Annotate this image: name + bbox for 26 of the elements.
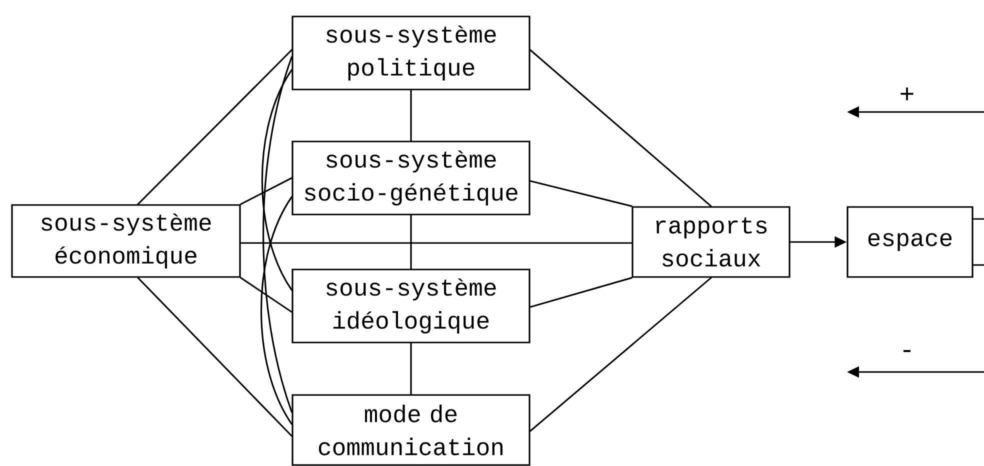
connector-line	[530, 49, 712, 207]
box: espace	[846, 206, 974, 278]
sign-label: +	[900, 88, 914, 100]
connector-line	[530, 277, 712, 432]
connector-line	[240, 242, 632, 244]
connector-line	[260, 196, 292, 425]
connector-line	[410, 90, 412, 142]
connector-line	[261, 69, 292, 291]
box: sous-système socio-génétique	[292, 140, 530, 216]
sign-label: -	[903, 350, 911, 352]
connector-line	[530, 180, 632, 207]
connector-line	[262, 56, 292, 413]
connector-line	[137, 49, 292, 205]
connector-line	[240, 277, 292, 313]
box: mode de communication	[292, 394, 530, 466]
box: sous-système économique	[11, 204, 241, 278]
box: sous-système idéologique	[292, 268, 530, 344]
connector-line	[410, 342, 412, 395]
box: sous-système politique	[292, 16, 530, 90]
connector-line	[972, 218, 984, 220]
connector-line	[240, 177, 292, 205]
box: rapports sociaux	[632, 206, 790, 278]
connector-line	[137, 277, 292, 437]
connector-line	[972, 264, 984, 266]
connector-line	[530, 277, 632, 308]
connector-line	[410, 214, 412, 270]
